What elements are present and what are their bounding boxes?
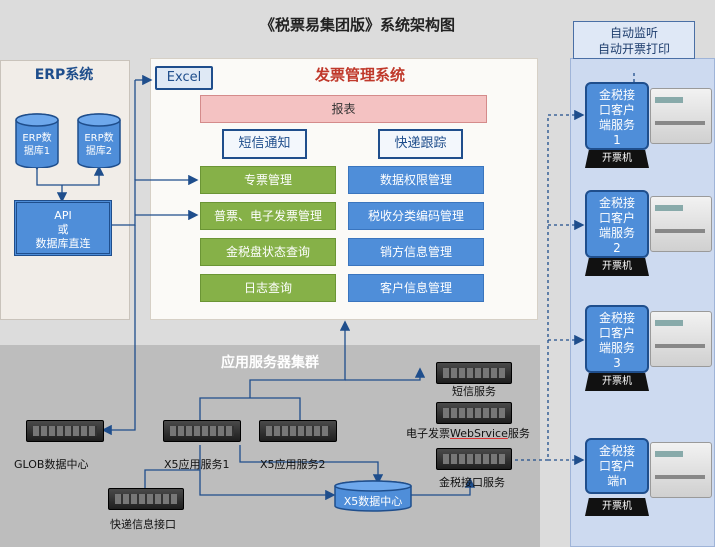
erp-db2-icon bbox=[77, 113, 121, 168]
excel-tab: Excel bbox=[155, 66, 213, 90]
erp-panel bbox=[0, 60, 130, 320]
printer-label-1: 开票机 bbox=[585, 150, 649, 168]
printer-label-3: 开票机 bbox=[585, 373, 649, 391]
diagram-title: 《税票易集团版》系统架构图 bbox=[259, 16, 455, 34]
invoice-printer-3-icon bbox=[650, 311, 712, 367]
sms-service-label: 短信服务 bbox=[452, 385, 496, 398]
monitor-line2: 自动开票打印 bbox=[597, 42, 670, 56]
erp-db2-line1: ERP数 bbox=[84, 133, 114, 144]
api-line2: 或 bbox=[57, 223, 69, 236]
x5-server2-icon bbox=[259, 420, 337, 442]
erp-db1-line1: ERP数 bbox=[22, 133, 52, 144]
tax-client-3-line4: 3 bbox=[613, 356, 621, 370]
tax-client-1-line1: 金税接 bbox=[598, 88, 635, 102]
tax-client-n-line2: 口客户 bbox=[598, 459, 635, 473]
tax-interface-label: 金税接口服务 bbox=[439, 476, 505, 489]
blue-item-1: 税收分类编码管理 bbox=[348, 202, 484, 230]
x5-server1-icon bbox=[163, 420, 241, 442]
x5-server1-label: X5应用服务1 bbox=[164, 458, 230, 471]
webservice-label: 电子发票WebSrvice服务 bbox=[406, 425, 530, 441]
tax-interface-server-icon bbox=[436, 448, 512, 470]
tax-client-2-line2: 口客户 bbox=[598, 211, 635, 225]
sms-notify-box: 短信通知 bbox=[222, 129, 307, 159]
webservice-label-suffix: 服务 bbox=[507, 427, 530, 440]
webservice-server-icon bbox=[436, 402, 512, 424]
tax-client-2-line4: 2 bbox=[613, 241, 621, 255]
erp-title: ERP系统 bbox=[34, 67, 94, 83]
x5-db-label: X5数据中心 bbox=[343, 495, 403, 508]
monitor-line1: 自动监听 bbox=[609, 26, 658, 40]
api-line1: API bbox=[54, 209, 72, 222]
glob-label: GLOB数据中心 bbox=[14, 458, 89, 471]
tax-client-3: 金税接 口客户 端服务 3 bbox=[585, 305, 649, 373]
tax-client-2-line1: 金税接 bbox=[598, 196, 635, 210]
blue-item-3: 客户信息管理 bbox=[348, 274, 484, 302]
invoice-printer-n-icon bbox=[650, 442, 712, 498]
x5-db-icon bbox=[334, 480, 412, 512]
express-api-label: 快递信息接口 bbox=[110, 518, 176, 531]
erp-db1-icon bbox=[15, 113, 59, 168]
tax-client-3-line3: 端服务 bbox=[598, 341, 635, 355]
erp-db1-line2: 据库1 bbox=[23, 146, 51, 157]
tax-client-3-line2: 口客户 bbox=[598, 326, 635, 340]
webservice-label-mid: WebSrvice bbox=[450, 427, 508, 440]
auto-monitor-box: 自动监听 自动开票打印 bbox=[573, 21, 695, 59]
erp-db2-label: ERP数 据库2 bbox=[76, 132, 122, 158]
blue-item-0: 数据权限管理 bbox=[348, 166, 484, 194]
invoice-printer-2-icon bbox=[650, 196, 712, 252]
glob-server-icon bbox=[26, 420, 104, 442]
report-box: 报表 bbox=[200, 95, 487, 123]
printer-label-2: 开票机 bbox=[585, 258, 649, 276]
tax-client-2-line3: 端服务 bbox=[598, 226, 635, 240]
green-item-3: 日志查询 bbox=[200, 274, 336, 302]
printer-label-n: 开票机 bbox=[585, 498, 649, 516]
sms-server-icon bbox=[436, 362, 512, 384]
api-box: API 或 数据库直连 bbox=[14, 200, 112, 256]
x5-server2-label: X5应用服务2 bbox=[260, 458, 326, 471]
tax-client-1: 金税接 口客户 端服务 1 bbox=[585, 82, 649, 150]
webservice-label-prefix: 电子发票 bbox=[406, 427, 450, 440]
tax-client-1-line2: 口客户 bbox=[598, 103, 635, 117]
green-item-0: 专票管理 bbox=[200, 166, 336, 194]
tax-client-n-line1: 金税接 bbox=[598, 444, 635, 458]
tax-client-1-line4: 1 bbox=[613, 133, 621, 147]
api-line3: 数据库直连 bbox=[35, 237, 91, 250]
app-server-title: 应用服务器集群 bbox=[221, 355, 319, 371]
tax-client-2: 金税接 口客户 端服务 2 bbox=[585, 190, 649, 258]
blue-item-2: 销方信息管理 bbox=[348, 238, 484, 266]
tax-client-1-line3: 端服务 bbox=[598, 118, 635, 132]
erp-db2-line2: 据库2 bbox=[85, 146, 113, 157]
tax-client-n-line3: 端n bbox=[607, 474, 627, 488]
invoice-printer-1-icon bbox=[650, 88, 712, 144]
express-api-server-icon bbox=[108, 488, 184, 510]
green-item-2: 金税盘状态查询 bbox=[200, 238, 336, 266]
erp-db1-label: ERP数 据库1 bbox=[14, 132, 60, 158]
express-track-box: 快递跟踪 bbox=[378, 129, 463, 159]
tax-client-3-line1: 金税接 bbox=[598, 311, 635, 325]
tax-client-n: 金税接 口客户 端n bbox=[585, 438, 649, 494]
invoice-title: 发票管理系统 bbox=[314, 66, 405, 84]
green-item-1: 普票、电子发票管理 bbox=[200, 202, 336, 230]
